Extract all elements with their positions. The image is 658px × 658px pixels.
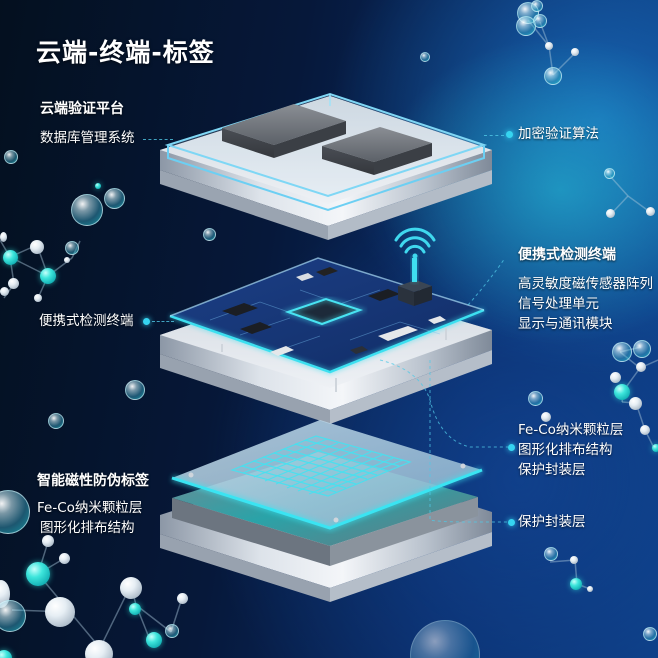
tag-bottom-right-label: 保护封装层 [518, 514, 586, 530]
molecule-atom [544, 67, 562, 85]
cloud-heading: 云端验证平台 [40, 101, 124, 117]
cloud-right-label: 加密验证算法 [518, 126, 599, 142]
molecule-atom [59, 553, 70, 564]
wifi-signal-icon [394, 227, 436, 259]
molecule-atom [64, 257, 70, 263]
molecule-atom [612, 342, 632, 362]
molecule-atom [0, 287, 9, 296]
molecule-atom [636, 362, 646, 372]
molecule-atom [120, 577, 142, 599]
molecule-atom [0, 232, 7, 242]
molecule-atom [165, 624, 179, 638]
molecule-atom [633, 340, 651, 358]
cloud-platform-layer [160, 92, 492, 240]
molecule-atom [643, 627, 657, 641]
cloud-right-dot [506, 131, 513, 138]
molecule-atom [646, 207, 655, 216]
molecule-atom [34, 294, 42, 302]
terminal-left-connector [152, 321, 174, 322]
molecule-atom [610, 372, 621, 383]
molecule-atom [45, 597, 75, 627]
molecule-atom [0, 650, 12, 658]
page-title: 云端-终端-标签 [36, 38, 215, 67]
tag-layer [160, 420, 492, 602]
molecule-atom [571, 48, 579, 56]
molecule-atom [203, 228, 216, 241]
tag-right-dot [508, 444, 515, 451]
molecule-atom [71, 194, 103, 226]
terminal-right-list: 高灵敏度磁传感器阵列 信号处理单元 显示与通讯模块 [518, 274, 653, 334]
terminal-right-item: 显示与通讯模块 [518, 316, 613, 332]
molecule-atom [30, 240, 44, 254]
connector-lines [379, 257, 508, 523]
molecule-atom [570, 578, 582, 590]
molecule-atom [85, 640, 113, 658]
molecule-atom [545, 42, 553, 50]
cloud-right-connector [484, 135, 504, 136]
molecule-atom [604, 168, 615, 179]
molecule-atom [104, 188, 125, 209]
tag-left-item: Fe-Co纳米颗粒层 [37, 500, 143, 516]
cloud-left-connector [143, 139, 173, 140]
terminal-right-heading: 便携式检测终端 [518, 247, 616, 263]
molecule-atom [531, 0, 543, 12]
tag-right-list: Fe-Co纳米颗粒层 图形化排布结构 保护封装层 [518, 420, 623, 480]
tag-right-item: 图形化排布结构 [518, 442, 613, 458]
cloud-left-label: 数据库管理系统 [40, 130, 135, 146]
molecule-atom [0, 600, 26, 632]
terminal-layer [160, 256, 492, 424]
molecule-atom [614, 384, 630, 400]
terminal-left-dot [143, 318, 150, 325]
tag-right-item: Fe-Co纳米颗粒层 [518, 422, 624, 438]
tag-heading: 智能磁性防伪标签 [37, 473, 149, 489]
molecule-atom [42, 535, 54, 547]
molecule-atom [26, 562, 50, 586]
molecule-atom [587, 586, 593, 592]
molecule-atom [629, 397, 642, 410]
terminal-right-item: 信号处理单元 [518, 296, 599, 312]
molecule-atom [4, 150, 18, 164]
molecule-atom [40, 268, 56, 284]
tag-left-list: Fe-Co纳米颗粒层 图形化排布结构 [37, 498, 142, 538]
molecule-atom [146, 632, 162, 648]
molecule-atom [0, 580, 10, 608]
molecule-atom [544, 547, 558, 561]
molecule-atom [8, 278, 19, 289]
molecule-atom [528, 391, 543, 406]
molecule-atom [129, 603, 141, 615]
molecule-atom [640, 425, 650, 435]
molecule-atom [570, 556, 578, 564]
tag-right-item: 保护封装层 [518, 462, 586, 478]
molecule-atom [3, 250, 18, 265]
molecule-atom [65, 241, 79, 255]
molecule-atom [541, 412, 551, 422]
molecule-atom [533, 14, 547, 28]
molecule-atom [420, 52, 430, 62]
molecule-atom [177, 593, 188, 604]
molecule-atom [606, 209, 615, 218]
tag-bottom-right-dot [508, 519, 515, 526]
molecule-atom [125, 380, 145, 400]
molecule-atom [652, 444, 658, 452]
tag-left-item: 图形化排布结构 [40, 520, 135, 536]
terminal-left-label: 便携式检测终端 [39, 313, 134, 329]
molecule-atom [48, 413, 64, 429]
molecule-atom [95, 183, 101, 189]
terminal-right-item: 高灵敏度磁传感器阵列 [518, 276, 653, 292]
